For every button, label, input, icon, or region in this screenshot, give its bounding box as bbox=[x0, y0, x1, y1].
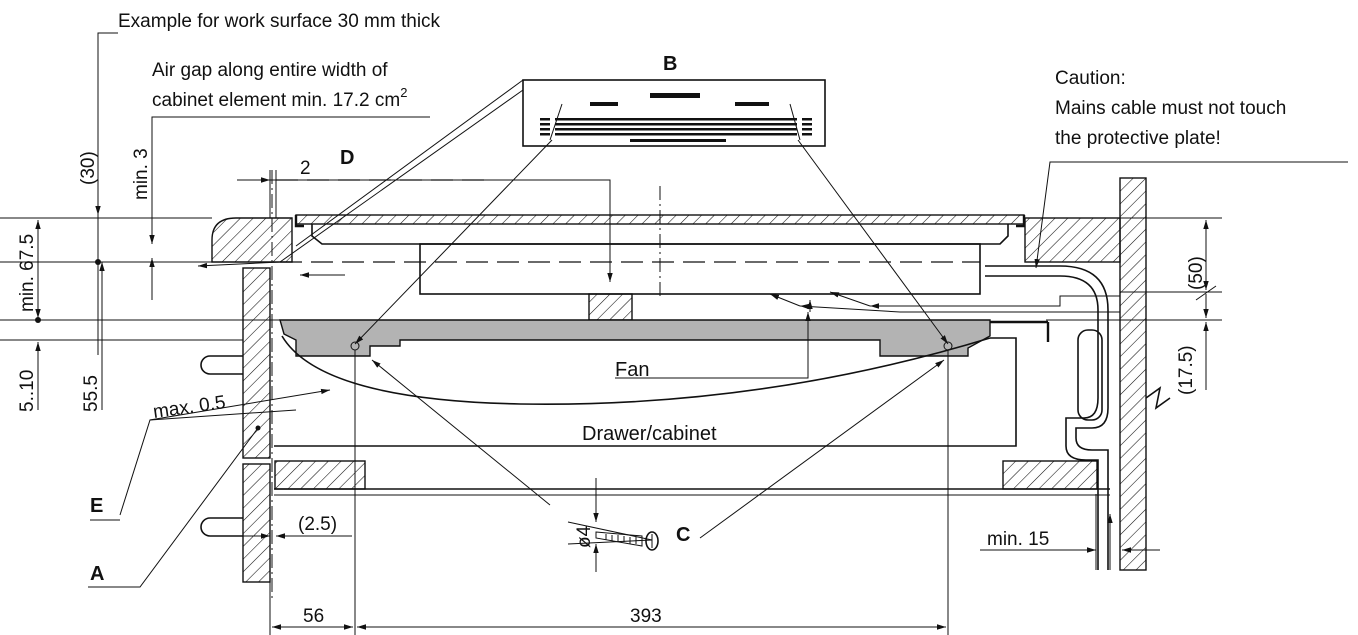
dim-17-5: (17.5) bbox=[1176, 345, 1197, 395]
protective-plate bbox=[279, 319, 1050, 357]
hob-body bbox=[280, 186, 981, 321]
text-labels: Example for work surface 30 mm thick Air… bbox=[17, 11, 1286, 627]
detail-b bbox=[279, 79, 949, 345]
right-wall bbox=[1119, 177, 1171, 571]
airflow-arrows bbox=[197, 179, 1120, 313]
dim-2-5: (2.5) bbox=[298, 514, 337, 535]
callout-b: B bbox=[663, 53, 677, 75]
dim-min-3: min. 3 bbox=[131, 148, 152, 200]
screw-icon bbox=[567, 478, 659, 572]
dim-30: (30) bbox=[78, 151, 99, 185]
dim-2: 2 bbox=[300, 158, 311, 179]
drawer-label: Drawer/cabinet bbox=[582, 423, 717, 445]
dim-55-5: 55.5 bbox=[81, 375, 102, 412]
caution-line3: the protective plate! bbox=[1055, 128, 1221, 149]
caution-line2: Mains cable must not touch bbox=[1055, 98, 1286, 119]
fan-label: Fan bbox=[615, 359, 649, 381]
air-gap-line1: Air gap along entire width of bbox=[152, 60, 388, 81]
mains-cable bbox=[985, 265, 1109, 570]
caution-line1: Caution: bbox=[1055, 68, 1126, 89]
air-gap-superscript: 2 bbox=[400, 85, 407, 100]
air-gap-line2: cabinet element min. 17.2 cm2 bbox=[152, 85, 407, 111]
callout-a: A bbox=[90, 563, 104, 585]
max-gap-label: max. 0.5 bbox=[152, 392, 227, 423]
dim-min-67-5: min. 67.5 bbox=[17, 234, 38, 312]
dim-393: 393 bbox=[630, 606, 662, 627]
dim-5-10: 5..10 bbox=[17, 370, 38, 412]
dim-dia-4: ø4 bbox=[574, 525, 595, 548]
callout-e: E bbox=[90, 495, 103, 517]
dim-50: (50) bbox=[1186, 256, 1207, 290]
callout-d: D bbox=[340, 147, 354, 169]
left-cabinet-wall bbox=[200, 170, 273, 600]
drawer-cabinet bbox=[274, 335, 1110, 496]
worktop-left bbox=[211, 217, 293, 263]
example-note: Example for work surface 30 mm thick bbox=[118, 11, 441, 32]
air-gap-text: cabinet element min. 17.2 cm bbox=[152, 90, 400, 111]
worktop-right bbox=[1024, 217, 1121, 263]
dimension-lines bbox=[0, 170, 1222, 635]
leader-lines bbox=[88, 32, 1348, 588]
dim-56: 56 bbox=[303, 606, 324, 627]
callout-c: C bbox=[676, 524, 690, 546]
dim-min-15: min. 15 bbox=[987, 529, 1049, 550]
